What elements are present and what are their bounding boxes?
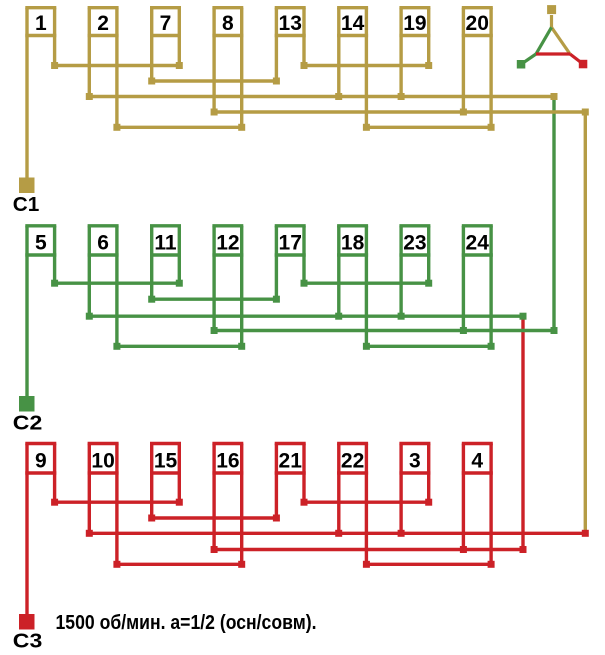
svg-text:21: 21 (279, 450, 303, 473)
svg-text:4: 4 (471, 450, 483, 473)
svg-text:11: 11 (154, 232, 177, 255)
svg-text:1: 1 (35, 12, 47, 35)
svg-text:C3: C3 (13, 631, 43, 653)
svg-text:9: 9 (35, 450, 47, 473)
svg-text:C2: C2 (13, 413, 43, 435)
svg-text:18: 18 (341, 232, 365, 255)
svg-text:6: 6 (97, 232, 109, 255)
svg-text:22: 22 (341, 450, 364, 473)
svg-text:20: 20 (466, 12, 489, 35)
svg-text:10: 10 (91, 450, 114, 473)
svg-text:C1: C1 (13, 194, 40, 216)
svg-text:13: 13 (279, 12, 302, 35)
svg-text:1500 об/мин. а=1/2 (осн/совм).: 1500 об/мин. а=1/2 (осн/совм). (56, 612, 317, 634)
svg-text:3: 3 (409, 450, 421, 473)
svg-text:23: 23 (403, 232, 426, 255)
svg-text:7: 7 (160, 12, 172, 35)
svg-text:19: 19 (403, 12, 426, 35)
svg-text:8: 8 (222, 12, 234, 35)
svg-text:2: 2 (97, 12, 109, 35)
svg-text:16: 16 (216, 450, 239, 473)
svg-text:17: 17 (279, 232, 302, 255)
svg-text:15: 15 (154, 450, 178, 473)
svg-text:14: 14 (341, 12, 365, 35)
svg-text:5: 5 (35, 232, 47, 255)
svg-text:24: 24 (466, 232, 490, 255)
svg-text:12: 12 (216, 232, 239, 255)
